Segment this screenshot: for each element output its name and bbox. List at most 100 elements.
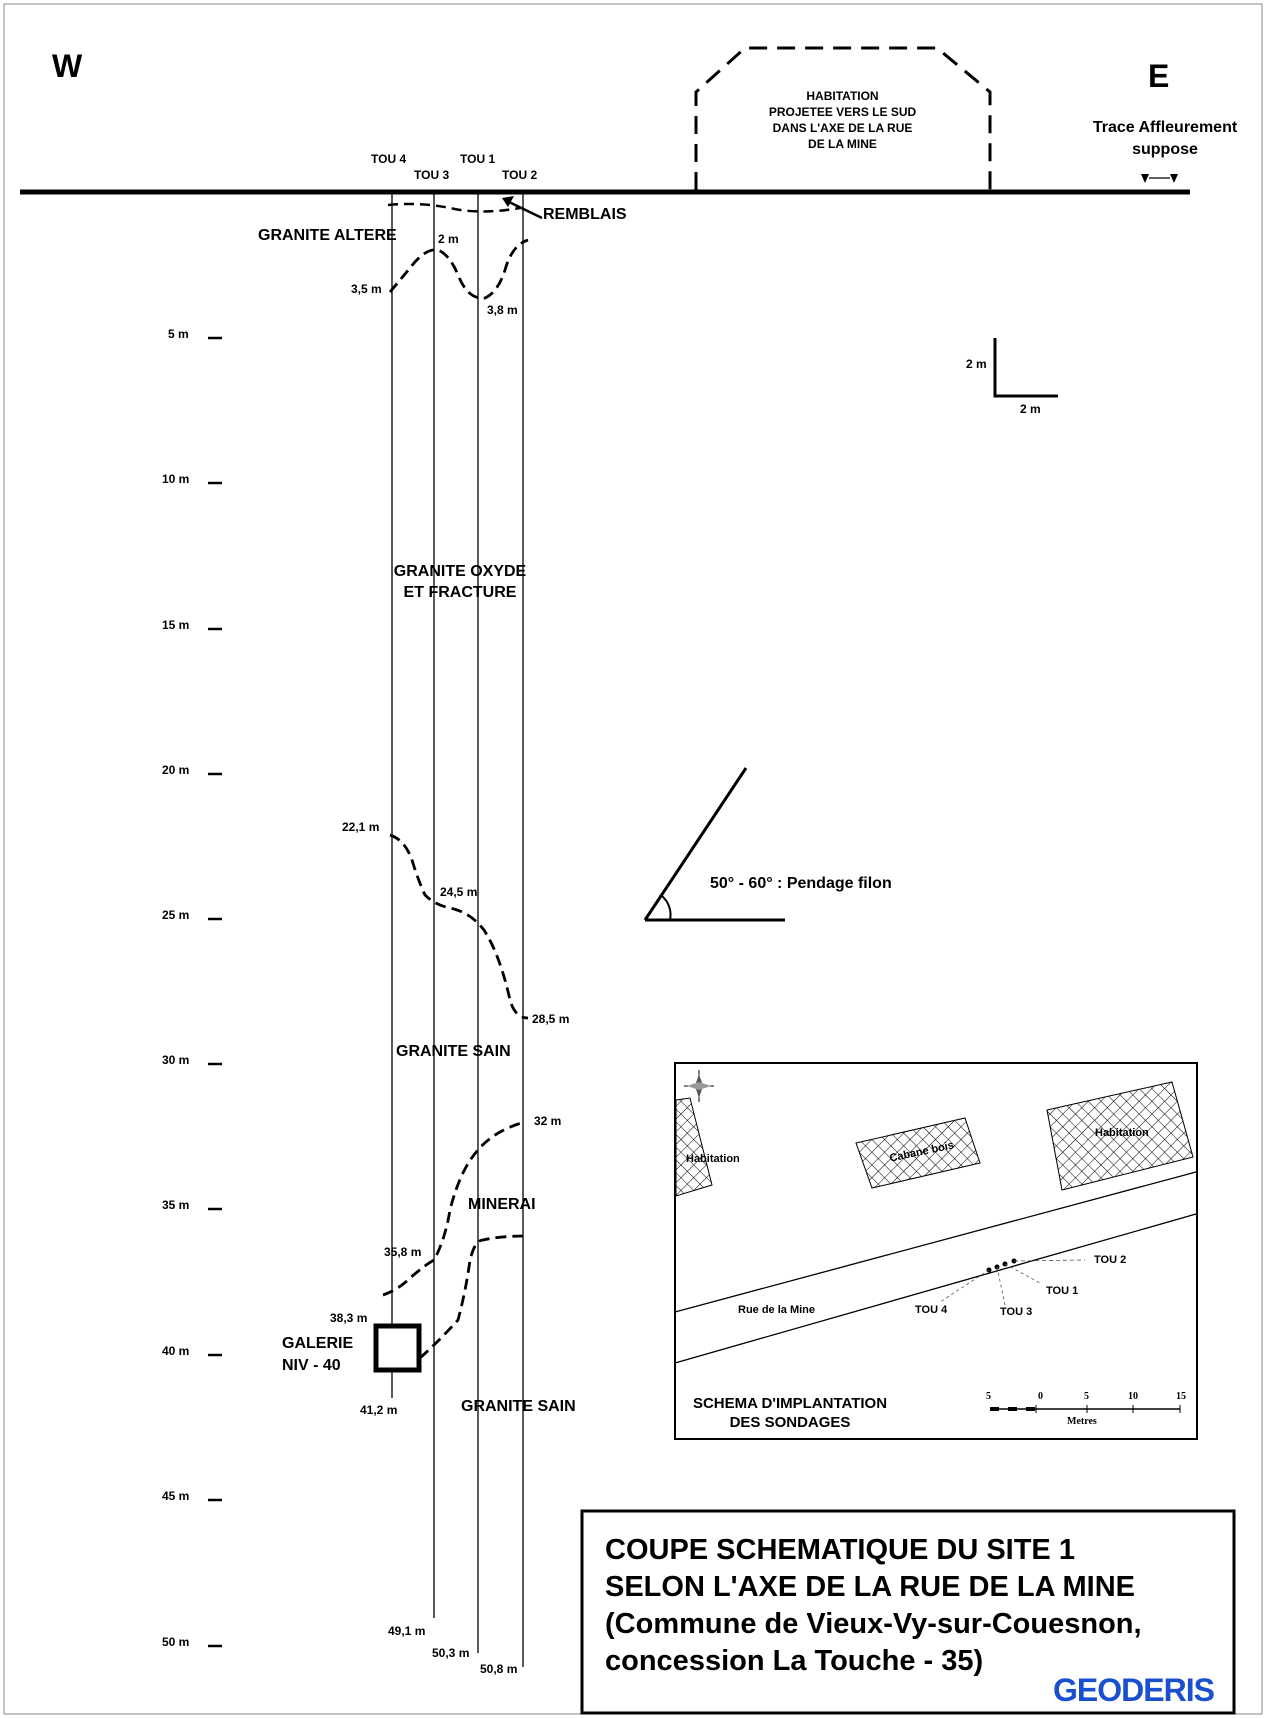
outcrop-line-2: suppose — [1132, 141, 1198, 158]
tou2-name: TOU 2 — [502, 168, 538, 182]
altered-granite-base — [388, 238, 529, 300]
bottom-tou3: 49,1 m — [388, 1624, 426, 1638]
granite-oxyde-line-1: GRANITE OXYDE — [393, 563, 527, 580]
habitation-line-4: DE LA MINE — [808, 137, 877, 151]
inset-caption-line-1: SCHEMA D'IMPLANTATION — [692, 1395, 888, 1412]
inset-scale-tick-1: 5 — [986, 1391, 991, 1402]
ore-lower-contact — [419, 1234, 528, 1360]
inset-scale-unit: Metres — [1067, 1416, 1097, 1427]
depth-sain-tou3: 24,5 m — [440, 885, 478, 899]
inset-caption: SCHEMA D'IMPLANTATION DES SONDAGES — [680, 1394, 900, 1432]
inset-leader-tou2 — [1013, 1259, 1086, 1262]
bottom-tou2: 50,8 m — [480, 1662, 518, 1676]
granite-sain-lower-label: GRANITE SAIN — [461, 1398, 576, 1415]
dip-angle-arc — [661, 895, 672, 921]
habitation-projected-label: HABITATION PROJETEE VERS LE SUD DANS L'A… — [740, 88, 945, 152]
depth-label-30: 30 m — [162, 1053, 190, 1067]
ore-upper-contact — [382, 1120, 526, 1297]
depth-sain-tou4: 22,1 m — [342, 820, 380, 834]
granite-altere-label: GRANITE ALTERE — [258, 227, 397, 244]
bottom-tou4: 41,2 m — [360, 1403, 398, 1417]
inset-scale-tick-4: 10 — [1128, 1391, 1138, 1402]
inset-house-left — [675, 1097, 713, 1197]
gallery-box — [373, 1323, 422, 1373]
inset-tou3-label: TOU 3 — [1000, 1306, 1033, 1318]
depth-altere-tou3: 2 m — [438, 232, 459, 246]
habitation-outline — [694, 46, 992, 190]
sound-granite-contact — [389, 833, 529, 1020]
inset-cabin — [855, 1117, 981, 1189]
title-line-1: COUPE SCHEMATIQUE DU SITE 1 — [605, 1534, 1075, 1566]
tou1-name: TOU 1 — [460, 152, 496, 166]
bottom-tou1: 50,3 m — [432, 1646, 470, 1660]
galerie-line-1: GALERIE — [282, 1335, 354, 1352]
inset-scale-segments — [990, 1405, 1181, 1413]
scale-vertical-label: 2 m — [966, 357, 987, 371]
outcrop-symbol-left — [1141, 174, 1149, 183]
depth-label-20: 20 m — [162, 763, 190, 777]
depth-altere-tou1: 3,8 m — [487, 303, 518, 317]
granite-oxyde-line-2: ET FRACTURE — [403, 584, 517, 601]
inset-compass-icon — [684, 1070, 714, 1102]
inset-habitation-left: Habitation — [686, 1153, 740, 1165]
depth-ticks — [208, 336, 222, 1648]
title-line-3: (Commune de Vieux-Vy-sur-Couesnon, — [605, 1608, 1142, 1640]
galerie-line-2: NIV - 40 — [282, 1357, 341, 1374]
dip-vein-line — [643, 767, 748, 921]
page-frame — [3, 3, 1263, 1715]
west-label: W — [52, 48, 83, 84]
east-label: E — [1148, 58, 1170, 94]
title-line-4: concession La Touche - 35) — [605, 1645, 984, 1677]
remblais-contact — [387, 202, 521, 213]
depth-label-35: 35 m — [162, 1198, 190, 1212]
depth-label-45: 45 m — [162, 1489, 190, 1503]
inset-tou2-label: TOU 2 — [1094, 1254, 1127, 1266]
granite-oxyde-label: GRANITE OXYDE ET FRACTURE — [380, 561, 540, 603]
dip-label: 50° - 60° : Pendage filon — [710, 875, 892, 892]
outcrop-symbol-right — [1170, 174, 1178, 183]
inset-street-north — [674, 1171, 1197, 1313]
drawing-title: COUPE SCHEMATIQUE DU SITE 1 SELON L'AXE … — [605, 1532, 1142, 1680]
habitation-line-3: DANS L'AXE DE LA RUE — [772, 121, 913, 135]
depth-altere-tou4: 3,5 m — [351, 282, 382, 296]
inset-house-right — [1046, 1081, 1194, 1191]
inset-scale-tick-5: 15 — [1176, 1391, 1186, 1402]
depth-minerai-tou4: 35,8 m — [384, 1245, 422, 1259]
inset-scale-tick-3: 5 — [1084, 1391, 1089, 1402]
depth-minerai-top: 32 m — [534, 1114, 562, 1128]
depth-sain-tou2: 28,5 m — [532, 1012, 570, 1026]
remblais-arrow-head — [502, 196, 514, 207]
scale-horizontal-label: 2 m — [1020, 402, 1041, 416]
title-line-2: SELON L'AXE DE LA RUE DE LA MINE — [605, 1571, 1136, 1603]
depth-label-50: 50 m — [162, 1635, 190, 1649]
tou3-name: TOU 3 — [414, 168, 450, 182]
outcrop-trace-label: Trace Affleurement suppose — [1080, 117, 1250, 161]
depth-label-10: 10 m — [162, 472, 190, 486]
inset-map — [674, 1062, 1198, 1440]
inset-scale-tick-2: 0 — [1038, 1391, 1043, 1402]
depth-galerie-top: 38,3 m — [330, 1311, 368, 1325]
depth-label-5: 5 m — [168, 327, 189, 341]
outcrop-line-1: Trace Affleurement — [1092, 119, 1238, 136]
remblais-arrow-shaft — [504, 198, 543, 220]
inset-leader-tou3 — [996, 1266, 1006, 1306]
inset-habitation-right: Habitation — [1095, 1127, 1149, 1139]
geoderis-logo: GEODERIS — [1053, 1672, 1215, 1708]
remblais-label: REMBLAIS — [543, 206, 627, 223]
minerai-label: MINERAI — [468, 1196, 536, 1213]
tou4-name: TOU 4 — [371, 152, 407, 166]
scale-bar — [993, 338, 1058, 398]
depth-label-40: 40 m — [162, 1344, 190, 1358]
habitation-line-2: PROJETEE VERS LE SUD — [768, 105, 917, 119]
title-box — [580, 1509, 1236, 1715]
depth-label-15: 15 m — [162, 618, 190, 632]
inset-leader-tou1 — [1004, 1263, 1041, 1284]
habitation-line-1: HABITATION — [806, 89, 879, 103]
inset-street-south — [674, 1213, 1197, 1364]
granite-sain-upper-label: GRANITE SAIN — [396, 1043, 511, 1060]
depth-label-25: 25 m — [162, 908, 190, 922]
inset-tou4-label: TOU 4 — [915, 1304, 948, 1316]
galerie-label: GALERIE NIV - 40 — [282, 1333, 353, 1377]
